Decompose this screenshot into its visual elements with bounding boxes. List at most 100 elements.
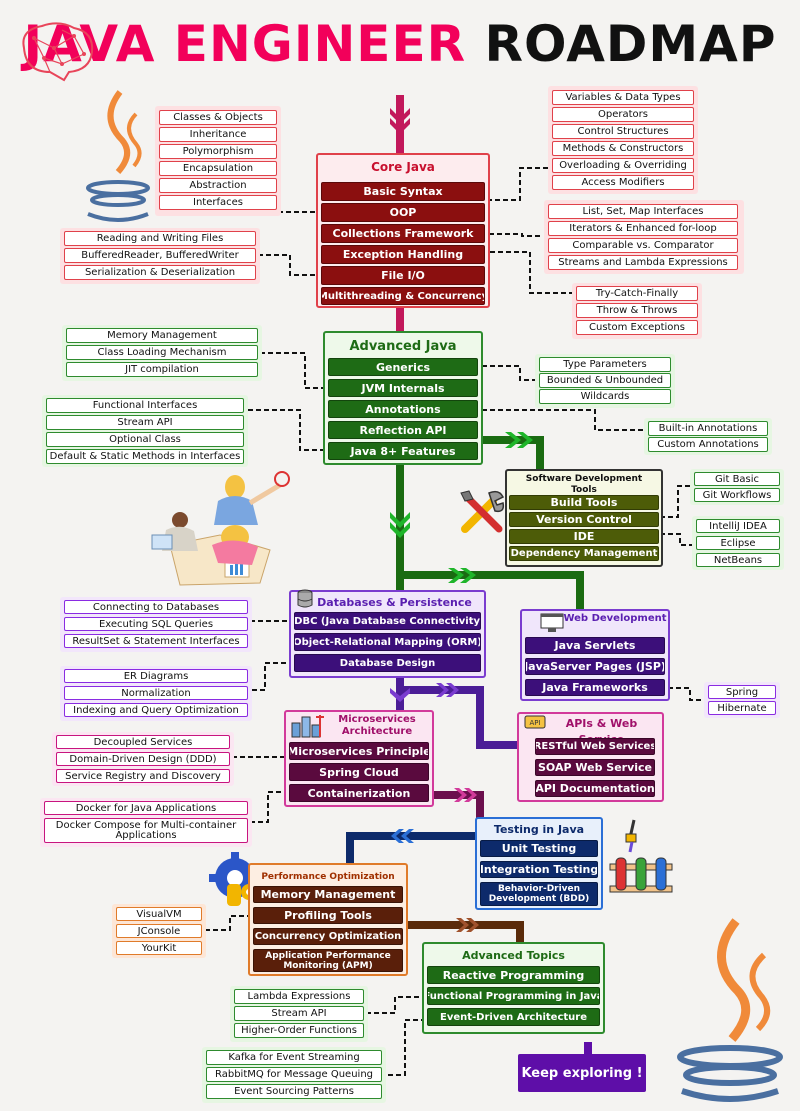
ide-topic[interactable]: NetBeans <box>696 553 780 567</box>
sdt-item-vcs[interactable]: Version Control <box>509 512 659 527</box>
api-item-rest[interactable]: RESTful Web Services <box>535 738 655 755</box>
testing-item-integration[interactable]: Integration Testing <box>480 861 598 878</box>
profiling-topic[interactable]: YourKit <box>116 941 202 955</box>
oop-topic[interactable]: Interfaces <box>159 195 277 210</box>
file-topic[interactable]: Serialization & Deserialization <box>64 265 256 280</box>
testing-item-unit[interactable]: Unit Testing <box>480 840 598 857</box>
sdt-item-dependency[interactable]: Dependency Management <box>509 546 659 561</box>
principle-topic[interactable]: Service Registry and Discovery <box>56 769 230 783</box>
micro-item-spring-cloud[interactable]: Spring Cloud <box>289 763 429 781</box>
core-item-collections[interactable]: Collections Framework <box>321 224 485 243</box>
adv-topic-functional[interactable]: Functional Programming in Java <box>427 987 600 1005</box>
collections-topic[interactable]: Comparable vs. Comparator <box>548 238 738 253</box>
sdt-item-build[interactable]: Build Tools <box>509 495 659 510</box>
perf-item-profiling[interactable]: Profiling Tools <box>253 907 403 924</box>
vcs-topic[interactable]: Git Basic <box>694 472 780 486</box>
sdt-item-ide[interactable]: IDE <box>509 529 659 544</box>
file-topic[interactable]: Reading and Writing Files <box>64 231 256 246</box>
fp-topic[interactable]: Stream API <box>234 1006 364 1021</box>
advanced-item-reflection[interactable]: Reflection API <box>328 421 478 439</box>
java8-topic[interactable]: Stream API <box>46 415 244 430</box>
profiling-topic[interactable]: JConsole <box>116 924 202 938</box>
api-item-soap[interactable]: SOAP Web Service <box>535 759 655 776</box>
event-topic[interactable]: Event Sourcing Patterns <box>206 1084 382 1099</box>
framework-topic[interactable]: Hibernate <box>708 701 776 715</box>
advanced-item-annotations[interactable]: Annotations <box>328 400 478 418</box>
testing-item-bdd[interactable]: Behavior-Driven Development (BDD) <box>480 882 598 906</box>
jvm-topic[interactable]: Class Loading Mechanism <box>66 345 258 360</box>
container-topic[interactable]: Docker Compose for Multi-container Appli… <box>44 818 248 843</box>
basics-topic[interactable]: Methods & Constructors <box>552 141 694 156</box>
oop-topic[interactable]: Classes & Objects <box>159 110 277 125</box>
advanced-item-jvm[interactable]: JVM Internals <box>328 379 478 397</box>
jdbc-topic[interactable]: ResultSet & Statement Interfaces <box>64 634 248 648</box>
collections-topic[interactable]: List, Set, Map Interfaces <box>548 204 738 219</box>
core-item-file-io[interactable]: File I/O <box>321 266 485 285</box>
oop-topic[interactable]: Inheritance <box>159 127 277 142</box>
principle-topic[interactable]: Domain-Driven Design (DDD) <box>56 752 230 766</box>
event-topic[interactable]: Kafka for Event Streaming <box>206 1050 382 1065</box>
profiling-topic[interactable]: VisualVM <box>116 907 202 921</box>
jdbc-topic[interactable]: Connecting to Databases <box>64 600 248 614</box>
basics-topic[interactable]: Access Modifiers <box>552 175 694 190</box>
jdbc-topic[interactable]: Executing SQL Queries <box>64 617 248 631</box>
basics-topic[interactable]: Overloading & Overriding <box>552 158 694 173</box>
design-topic[interactable]: Indexing and Query Optimization <box>64 703 248 717</box>
container-topic[interactable]: Docker for Java Applications <box>44 801 248 815</box>
web-item-servlets[interactable]: Java Servlets <box>525 637 665 654</box>
db-item-orm[interactable]: Object-Relational Mapping (ORM) <box>294 633 481 651</box>
fp-topic[interactable]: Lambda Expressions <box>234 989 364 1004</box>
collections-topic[interactable]: Iterators & Enhanced for-loop <box>548 221 738 236</box>
micro-item-principle[interactable]: Microservices Principle <box>289 742 429 760</box>
annotation-topic[interactable]: Built-in Annotations <box>648 421 768 436</box>
jvm-topic[interactable]: Memory Management <box>66 328 258 343</box>
jvm-topic[interactable]: JIT compilation <box>66 362 258 377</box>
design-topic[interactable]: Normalization <box>64 686 248 700</box>
basics-topic[interactable]: Variables & Data Types <box>552 90 694 105</box>
generics-topic[interactable]: Bounded & Unbounded <box>539 373 671 388</box>
annotation-topic[interactable]: Custom Annotations <box>648 437 768 452</box>
exception-topic[interactable]: Try-Catch-Finally <box>576 286 698 301</box>
api-item-docs[interactable]: API Documentation <box>535 780 655 797</box>
basics-topic[interactable]: Control Structures <box>552 124 694 139</box>
generics-topic[interactable]: Type Parameters <box>539 357 671 372</box>
basics-topic[interactable]: Operators <box>552 107 694 122</box>
perf-item-memory[interactable]: Memory Management <box>253 886 403 903</box>
databases-title: Databases & Persistence <box>317 596 472 609</box>
oop-topic[interactable]: Abstraction <box>159 178 277 193</box>
core-item-basic-syntax[interactable]: Basic Syntax <box>321 182 485 201</box>
ide-topic[interactable]: IntelliJ IDEA <box>696 519 780 533</box>
framework-topic[interactable]: Spring <box>708 685 776 699</box>
oop-topic[interactable]: Encapsulation <box>159 161 277 176</box>
adv-topic-event-driven[interactable]: Event-Driven Architecture <box>427 1008 600 1026</box>
web-item-jsp[interactable]: JavaServer Pages (JSP) <box>525 658 665 675</box>
java8-topic[interactable]: Default & Static Methods in Interfaces <box>46 449 244 464</box>
fp-topic[interactable]: Higher-Order Functions <box>234 1023 364 1038</box>
db-item-jdbc[interactable]: JDBC (Java Database Connectivity) <box>294 612 481 630</box>
db-item-design[interactable]: Database Design <box>294 654 481 672</box>
ide-topic[interactable]: Eclipse <box>696 536 780 550</box>
exception-topic[interactable]: Custom Exceptions <box>576 320 698 335</box>
advanced-item-generics[interactable]: Generics <box>328 358 478 376</box>
collections-topic[interactable]: Streams and Lambda Expressions <box>548 255 738 270</box>
event-topic[interactable]: RabbitMQ for Message Queuing <box>206 1067 382 1082</box>
java8-topic[interactable]: Functional Interfaces <box>46 398 244 413</box>
core-item-exception[interactable]: Exception Handling <box>321 245 485 264</box>
core-item-multithreading[interactable]: Multithreading & Concurrency <box>321 287 485 305</box>
vcs-topic[interactable]: Git Workflows <box>694 488 780 502</box>
exception-topic[interactable]: Throw & Throws <box>576 303 698 318</box>
perf-item-apm[interactable]: Application Performance Monitoring (APM) <box>253 949 403 972</box>
design-topic[interactable]: ER Diagrams <box>64 669 248 683</box>
oop-topic[interactable]: Polymorphism <box>159 144 277 159</box>
micro-item-containerization[interactable]: Containerization <box>289 784 429 802</box>
perf-item-concurrency[interactable]: Concurrency Optimization <box>253 928 403 945</box>
core-item-oop[interactable]: OOP <box>321 203 485 222</box>
java8-topic[interactable]: Optional Class <box>46 432 244 447</box>
file-topic[interactable]: BufferedReader, BufferedWriter <box>64 248 256 263</box>
advanced-item-java8[interactable]: Java 8+ Features <box>328 442 478 460</box>
web-item-frameworks[interactable]: Java Frameworks <box>525 679 665 696</box>
keep-exploring-banner[interactable]: Keep exploring ! <box>518 1054 646 1092</box>
adv-topic-reactive[interactable]: Reactive Programming <box>427 966 600 984</box>
generics-topic[interactable]: Wildcards <box>539 389 671 404</box>
principle-topic[interactable]: Decoupled Services <box>56 735 230 749</box>
